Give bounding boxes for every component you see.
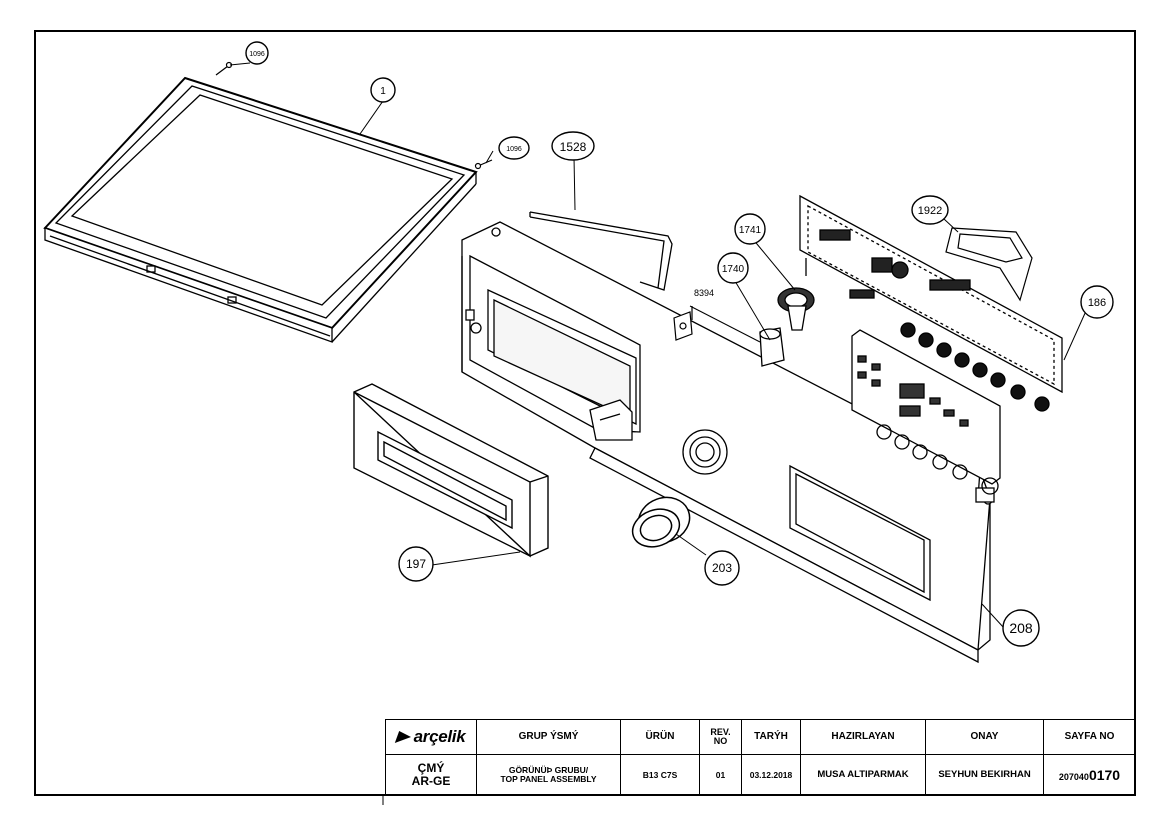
- callout-label: 1096: [506, 146, 522, 153]
- approval-value: SEYHUN BEKIRHAN: [925, 754, 1044, 796]
- callout-label: 8394: [694, 288, 714, 298]
- callout-label: 1922: [918, 205, 942, 217]
- display-board-part: [851, 329, 1001, 495]
- callout-label: 1096: [249, 51, 265, 58]
- leader-lines: [229, 62, 1087, 629]
- page-no-suffix: 0170: [1088, 766, 1121, 783]
- rev-no-value: 01: [699, 754, 742, 796]
- drawer-handle-part: [353, 383, 549, 558]
- department-cell: ÇMÝ AR-GE: [385, 754, 477, 796]
- callout-label: 186: [1088, 297, 1106, 309]
- bracket-part: [673, 306, 693, 341]
- prepared-by-header: HAZIRLAYAN: [800, 719, 926, 755]
- group-name-header: GRUP ÝSMÝ: [476, 719, 621, 755]
- callout-label: 203: [712, 561, 732, 575]
- callout-1096-top: 1096: [245, 41, 269, 65]
- screw-part: [215, 61, 493, 170]
- department-line2: AR-GE: [411, 774, 451, 788]
- pcb-bracket-part: [945, 227, 1033, 302]
- callout-1096-right: 1096: [498, 136, 530, 160]
- knob-part: [631, 496, 691, 548]
- callout-label: 1740: [722, 264, 745, 275]
- callout-1528: 1528: [551, 131, 595, 161]
- logo-mark-icon: [394, 731, 413, 744]
- callout-label: 197: [406, 557, 426, 571]
- date-value: 03.12.2018: [741, 754, 801, 796]
- callout-203: 203: [704, 550, 740, 586]
- callout-label: 1: [380, 86, 386, 97]
- callout-186: 186: [1080, 285, 1114, 319]
- callout-1740: 1740: [717, 252, 749, 284]
- callout-label: 1528: [560, 140, 587, 154]
- company-logo-cell: arçelik: [385, 719, 477, 755]
- arcelik-logo: arçelik: [394, 727, 466, 746]
- approval-header: ONAY: [925, 719, 1044, 755]
- callout-1: 1: [370, 77, 396, 103]
- cable-part: [529, 211, 673, 291]
- group-name-value: GÖRÜNÜÞ GRUBU/ TOP PANEL ASSEMBLY: [476, 754, 621, 796]
- button-part: [759, 287, 815, 367]
- page-no-prefix: 207040: [1058, 771, 1089, 782]
- group-name-line1: GÖRÜNÜÞ GRUBU/: [508, 765, 589, 776]
- rev-no-header-line1: REV.: [710, 726, 731, 737]
- pcb-board-part: [799, 194, 1063, 412]
- callout-1922: 1922: [911, 195, 949, 225]
- prepared-by-value: MUSA ALTIPARMAK: [800, 754, 926, 796]
- product-header: ÜRÜN: [620, 719, 700, 755]
- top-cover-part: [43, 76, 478, 343]
- callout-label: 208: [1009, 620, 1033, 636]
- group-name-line2: TOP PANEL ASSEMBLY: [500, 774, 597, 784]
- control-panel-part: [461, 221, 995, 664]
- department-line1: ÇMÝ: [417, 761, 445, 776]
- title-block: arçelik GRUP ÝSMÝ ÜRÜN REV. NO TARÝH HAZ…: [385, 719, 1136, 796]
- callout-197: 197: [398, 546, 434, 582]
- callout-208: 208: [1002, 609, 1040, 647]
- product-value: B13 C7S: [620, 754, 700, 796]
- rev-no-header-line2: NO: [713, 736, 728, 746]
- callout-8394: 8394: [694, 288, 714, 298]
- page-no-value: 2070400170: [1043, 754, 1136, 796]
- callout-1741: 1741: [734, 213, 766, 245]
- rev-no-header: REV. NO: [699, 719, 742, 755]
- callout-label: 1741: [739, 225, 762, 236]
- page-no-header: SAYFA NO: [1043, 719, 1136, 755]
- date-header: TARÝH: [741, 719, 801, 755]
